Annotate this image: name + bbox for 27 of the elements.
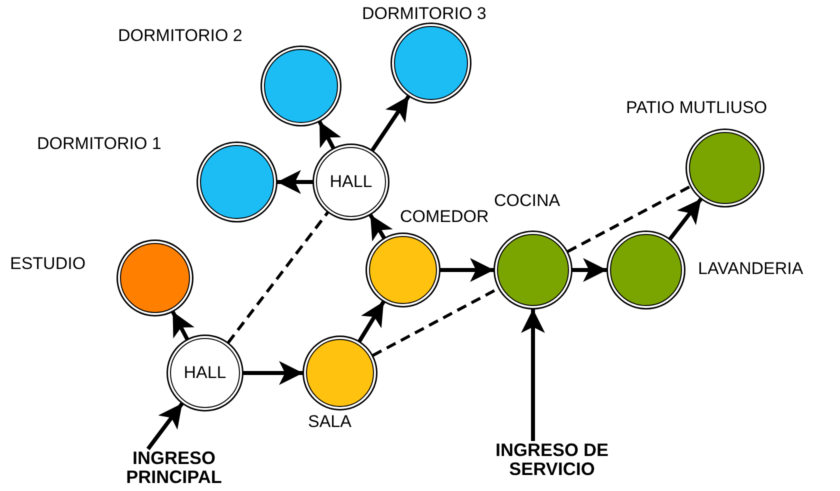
dashed-line bbox=[566, 184, 692, 254]
arrow bbox=[668, 198, 703, 240]
arrow bbox=[521, 309, 545, 441]
room-label: ESTUDIO bbox=[10, 254, 86, 274]
entrance-label: INGRESO DE SERVICIO bbox=[470, 441, 634, 479]
arrow bbox=[358, 300, 386, 342]
arrow bbox=[243, 361, 303, 385]
arrow bbox=[368, 214, 393, 242]
dashed-line bbox=[226, 211, 330, 344]
arrow bbox=[146, 402, 184, 450]
arrow bbox=[170, 310, 194, 340]
arrow bbox=[440, 258, 494, 282]
arrow bbox=[370, 95, 410, 152]
room-label: DORMITORIO 2 bbox=[118, 26, 242, 46]
room-label: DORMITORIO 1 bbox=[37, 134, 162, 154]
arrow bbox=[318, 120, 342, 150]
room-label: SALA bbox=[308, 412, 352, 432]
room-label: COCINA bbox=[494, 191, 560, 211]
room-label: PATIO MUTLIUSO bbox=[626, 98, 768, 118]
entrance-label: INGRESO PRINCIPAL bbox=[108, 449, 240, 487]
room-label: COMEDOR bbox=[400, 207, 489, 227]
room-label: DORMITORIO 3 bbox=[362, 4, 486, 24]
arrow bbox=[572, 258, 607, 282]
room-name: HALL bbox=[330, 172, 372, 192]
room-name: HALL bbox=[184, 363, 226, 383]
room-label: LAVANDERIA bbox=[698, 259, 804, 279]
arrow bbox=[277, 170, 313, 194]
